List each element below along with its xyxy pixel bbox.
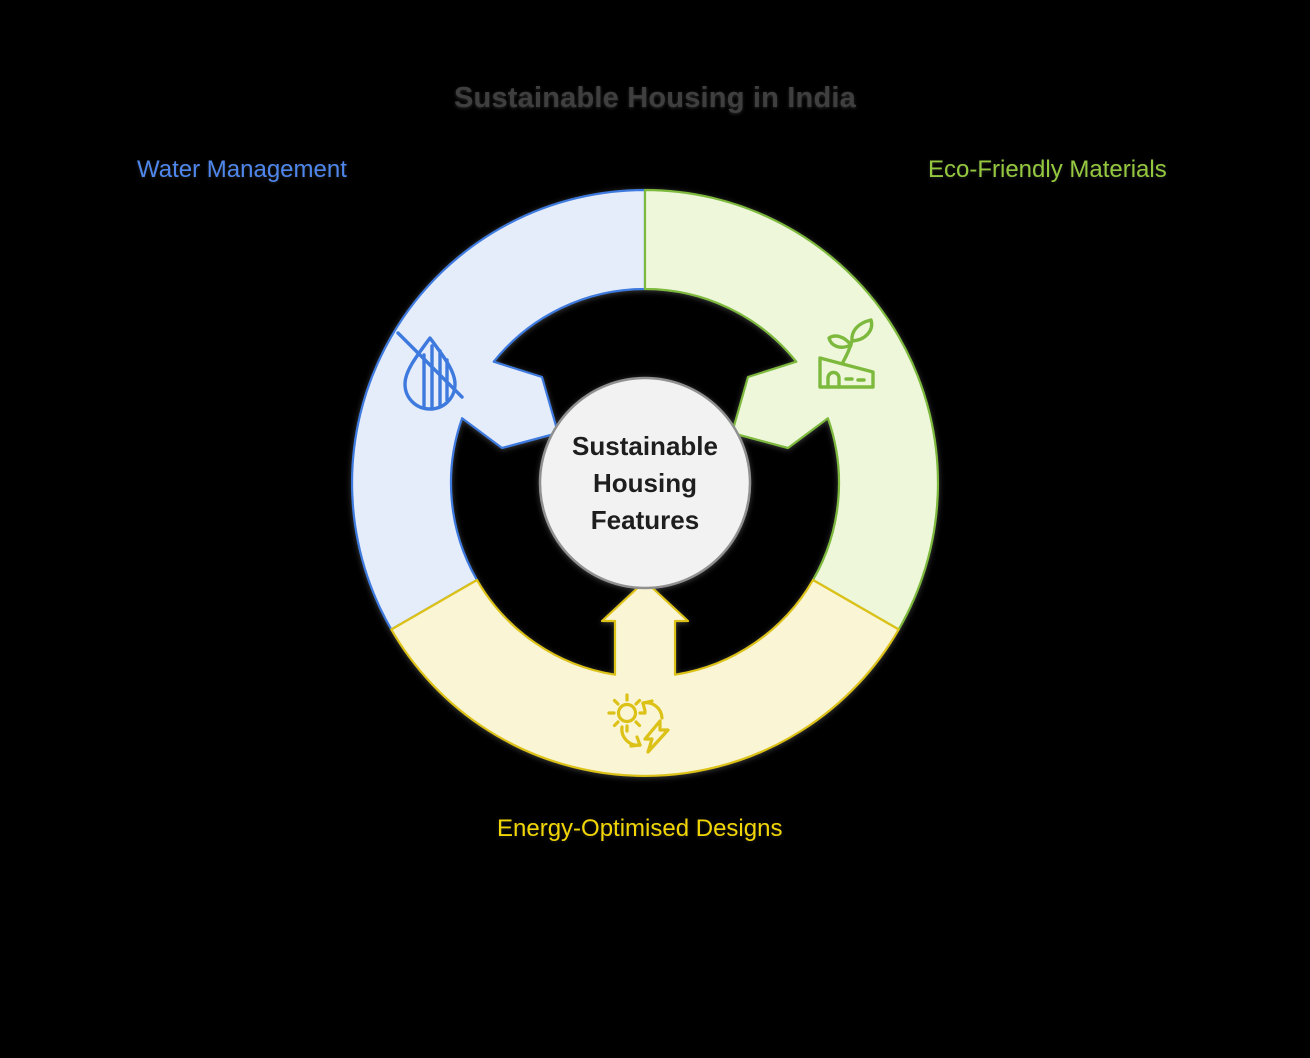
segment-energy-optimised-designs: [390, 578, 900, 778]
center-hub-text: Sustainable Housing Features: [572, 430, 718, 535]
page-title: Sustainable Housing in India: [454, 82, 856, 114]
label-energy-optimised-designs: Energy-Optimised Designs: [497, 815, 783, 842]
segment-water-management: [350, 188, 647, 631]
center-hub-circle: [538, 376, 752, 590]
droplet-slash-icon: [396, 331, 464, 411]
label-water-management: Water Management: [137, 156, 347, 183]
segment-eco-friendly-materials: [643, 188, 940, 631]
sun-recycle-lightning-icon: [607, 693, 670, 754]
building-sprout-icon: [818, 318, 875, 389]
label-eco-friendly-materials: Eco-Friendly Materials: [928, 156, 1167, 183]
